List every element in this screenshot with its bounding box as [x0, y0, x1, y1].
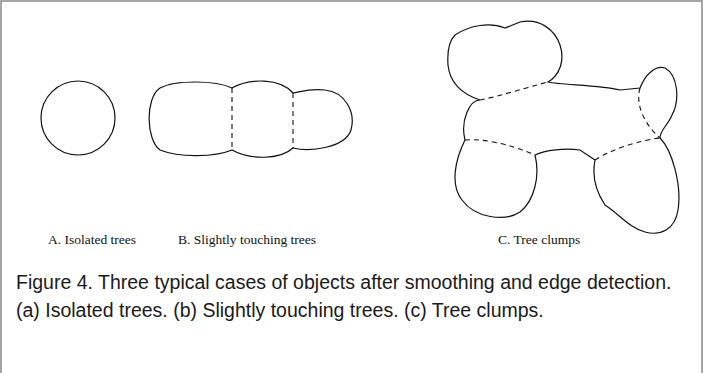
panel-label: A. Isolated trees	[48, 232, 136, 248]
touching-trees-outline	[149, 81, 352, 157]
split-line	[465, 140, 535, 155]
tree-clump-outline	[448, 21, 679, 233]
crown-split-lines	[232, 82, 660, 160]
panel-label: C. Tree clumps	[498, 232, 580, 248]
split-line	[292, 93, 293, 148]
panel-label: B. Slightly touching trees	[178, 232, 316, 248]
isolated-tree-outline	[41, 81, 115, 155]
split-line	[639, 88, 660, 138]
figure-caption: Figure 4. Three typical cases of objects…	[16, 268, 676, 324]
split-line	[480, 82, 548, 100]
split-line	[595, 138, 660, 160]
split-line	[231, 88, 232, 150]
